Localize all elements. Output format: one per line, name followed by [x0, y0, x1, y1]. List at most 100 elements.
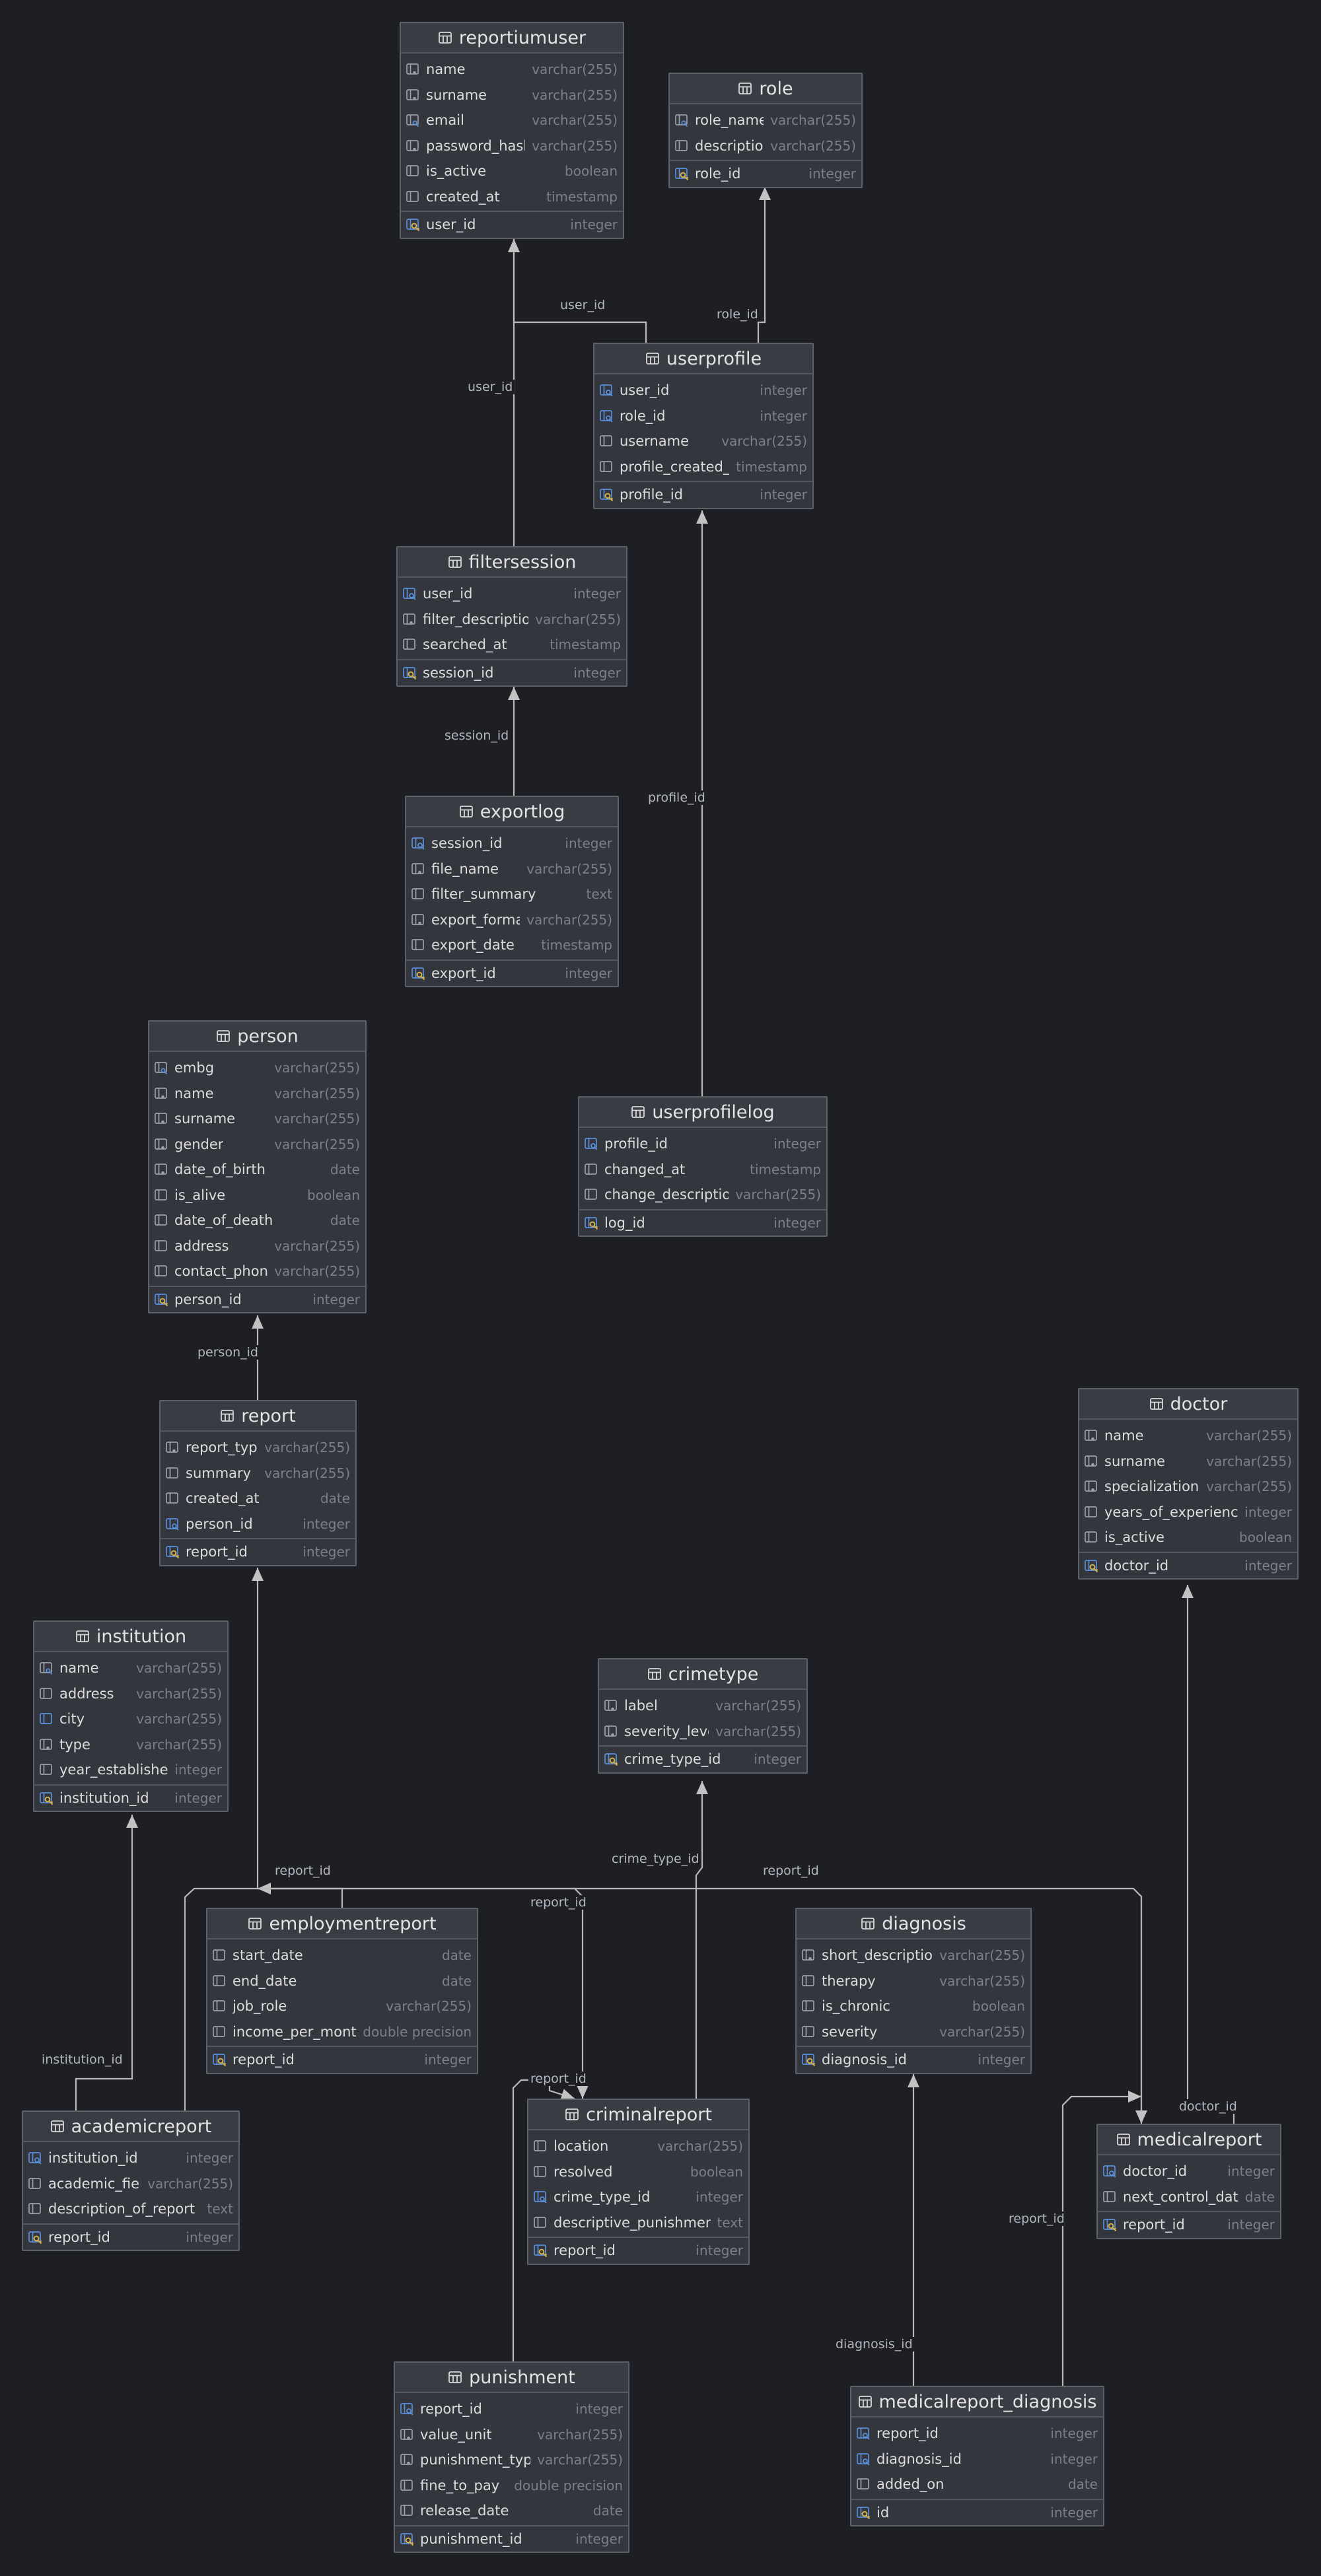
column-row[interactable]: severity_levelvarchar(255): [599, 1719, 806, 1745]
table-header[interactable]: academicreport: [23, 2112, 238, 2142]
table-header[interactable]: medicalreport_diagnosis: [851, 2387, 1103, 2418]
table-header[interactable]: employmentreport: [207, 1909, 477, 1939]
table-header[interactable]: filtersession: [398, 547, 626, 578]
table-crimetype[interactable]: crimetype labelvarchar(255)severity_level…: [598, 1658, 808, 1774]
table-header[interactable]: institution: [34, 1622, 227, 1652]
table-header[interactable]: exportlog: [406, 797, 618, 827]
column-row[interactable]: academic_fieldvarchar(255): [23, 2171, 238, 2197]
table-header[interactable]: person: [149, 1022, 365, 1052]
table-header[interactable]: report: [161, 1401, 355, 1432]
table-header[interactable]: diagnosis: [797, 1909, 1030, 1939]
table-role[interactable]: role role_namevarchar(255)descriptionvarc…: [668, 73, 863, 188]
table-header[interactable]: userprofilelog: [579, 1097, 826, 1128]
table-header[interactable]: medicalreport: [1098, 2125, 1280, 2155]
table-header[interactable]: reportiumuser: [401, 23, 623, 53]
table-header[interactable]: doctor: [1079, 1389, 1297, 1420]
table-header[interactable]: role: [670, 74, 861, 104]
table-header[interactable]: userprofile: [594, 344, 812, 374]
table-header[interactable]: crimetype: [599, 1659, 806, 1690]
